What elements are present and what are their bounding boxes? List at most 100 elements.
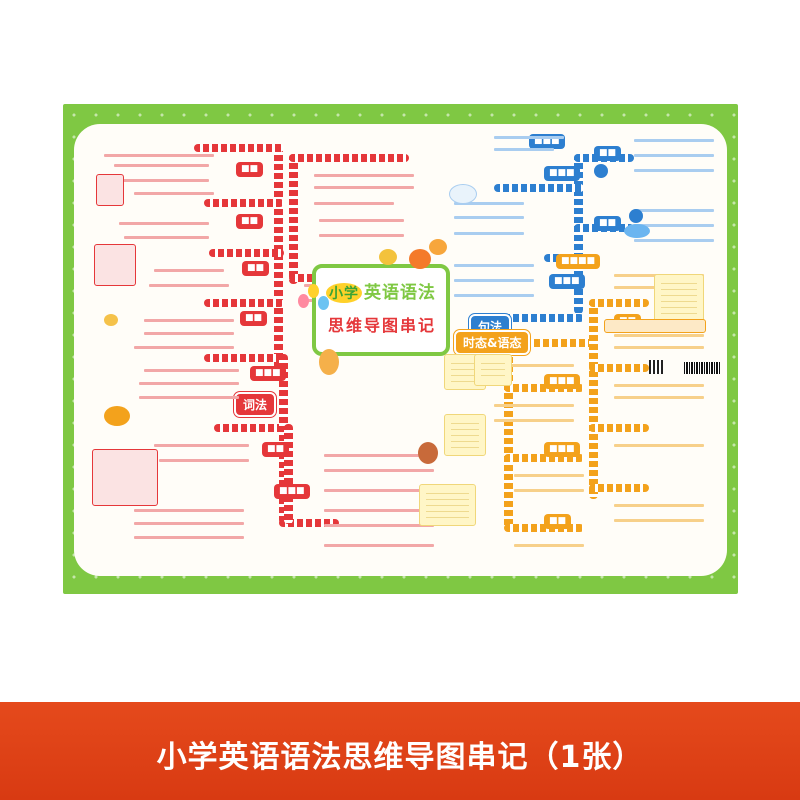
shitai-rail (504, 454, 584, 462)
leaf-line (634, 154, 714, 157)
leaf-line (614, 444, 704, 447)
squirrel-icon (104, 406, 130, 426)
leaf-line (494, 136, 564, 139)
leaf-line (119, 222, 209, 225)
leaf-line (454, 232, 524, 235)
jufa-node: ■■ (594, 146, 622, 161)
leaf-line (494, 419, 574, 422)
leaf-line (314, 186, 414, 189)
jufa-node: ■■■ (549, 274, 585, 289)
shitai-label: 时态&语态 (454, 330, 531, 355)
cifa-rail (194, 144, 284, 152)
leaf-line (139, 396, 239, 399)
leaf-line (314, 174, 414, 177)
leaf-line (134, 192, 214, 195)
barcode (684, 362, 720, 374)
shitai-rail (589, 299, 649, 307)
sticky-note (444, 414, 486, 456)
leaf-line (514, 474, 584, 477)
cifa-node: ■■ (242, 261, 270, 276)
shitai-rail (589, 424, 649, 432)
cifa-node: ■■ (236, 162, 264, 177)
fox-icon (379, 249, 397, 265)
leaf-line (454, 202, 524, 205)
sticky-note (474, 354, 512, 386)
shitai-rail (504, 524, 584, 532)
cifa-rail (279, 519, 339, 527)
leaf-line (154, 269, 224, 272)
shitai-node: ■■■ (544, 442, 580, 457)
leaf-line (324, 544, 434, 547)
cifa-rail (289, 154, 409, 162)
leaf-line (314, 202, 394, 205)
leaf-line (614, 346, 704, 349)
leaf-line (134, 509, 244, 512)
leaf-line (454, 216, 524, 219)
cifa-trunk (289, 154, 298, 284)
leaf-line (324, 454, 434, 457)
leaf-line (149, 284, 229, 287)
table-box (96, 174, 124, 206)
shitai-trunk (504, 339, 513, 529)
whale-icon (624, 224, 650, 238)
poster-title-line2: 思维导图串记 (328, 316, 437, 335)
cifa-rail (204, 299, 284, 307)
balloon-icon (308, 284, 319, 298)
table-box (92, 449, 158, 506)
cifa-node: ■■ (262, 442, 290, 457)
title-highlight: 小学 (326, 283, 362, 303)
poster-title-board: 小学英语语法 思维导图串记 (312, 264, 450, 356)
leaf-line (454, 264, 534, 267)
jufa-trunk (574, 154, 583, 314)
leaf-line (614, 334, 704, 337)
leaf-line (159, 459, 249, 462)
jufa-node: ■■ (594, 216, 622, 231)
penguin-icon (594, 164, 608, 178)
poster-canvas: ■■ ■■ ■■ ■■ ■■■ ■■ ■■■ 词法 (74, 124, 727, 576)
shitai-rail (504, 384, 584, 392)
igloo-icon (449, 184, 477, 204)
kid-character-icon (319, 349, 339, 375)
table-box (94, 244, 136, 286)
poster-title-line1: 小学英语语法 (326, 278, 436, 303)
tense-table (604, 319, 706, 333)
leaf-line (514, 544, 584, 547)
cifa-trunk (284, 424, 293, 524)
shitai-node: ■■■■ (556, 254, 601, 269)
leaf-line (119, 179, 209, 182)
cifa-rail (204, 354, 284, 362)
shitai-node: ■■ (544, 514, 572, 529)
cifa-rail (204, 199, 284, 207)
cifa-node: ■■ (240, 311, 268, 326)
leaf-line (634, 169, 714, 172)
bee-icon (104, 314, 118, 326)
leaf-line (324, 469, 434, 472)
leaf-line (134, 346, 234, 349)
poster-frame: ■■ ■■ ■■ ■■ ■■■ ■■ ■■■ 词法 (63, 104, 738, 594)
leaf-line (139, 382, 239, 385)
shitai-node: ■■■ (544, 374, 580, 389)
leaf-line (454, 294, 534, 297)
leaf-line (124, 236, 209, 239)
bottom-banner: 小学英语语法思维导图串记（1张） (0, 702, 800, 800)
leaf-line (324, 509, 434, 512)
shitai-rail (589, 364, 649, 372)
leaf-line (104, 154, 214, 157)
leaf-line (634, 239, 714, 242)
jufa-rail (504, 314, 584, 322)
balloon-icon (318, 296, 329, 310)
leaf-line (144, 319, 234, 322)
leaf-line (324, 524, 434, 527)
balloon-icon (298, 294, 309, 308)
leaf-line (154, 444, 249, 447)
bear-icon (418, 442, 438, 464)
leaf-line (634, 224, 714, 227)
leaf-line (324, 489, 424, 492)
title-rest: 英语语法 (364, 283, 436, 303)
leaf-line (614, 519, 704, 522)
shitai-trunk (589, 299, 598, 499)
cifa-rail (209, 249, 284, 257)
penguin-icon (629, 209, 643, 223)
leaf-line (634, 209, 714, 212)
fox-icon (429, 239, 447, 255)
